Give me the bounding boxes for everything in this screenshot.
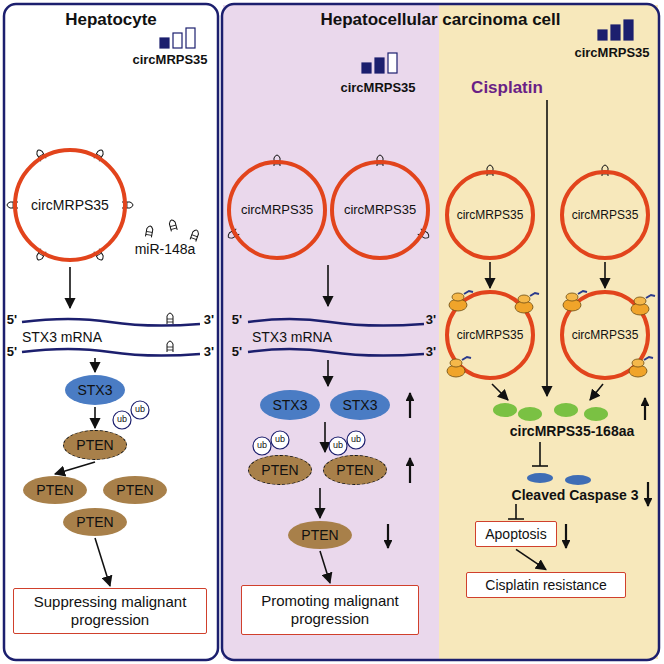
- flow-arrow: [320, 551, 330, 583]
- node-text: STX3: [342, 397, 377, 414]
- diagram-label: circMRPS35: [132, 53, 207, 67]
- node-text: Apoptosis: [477, 523, 554, 546]
- circrna-circle: circMRPS35: [560, 170, 650, 260]
- protein-ellipse: STX3: [260, 390, 320, 420]
- protein-ellipse: PTEN: [288, 521, 352, 549]
- node-text: circMRPS35: [572, 208, 639, 222]
- flow-arrow: [516, 549, 546, 569]
- node-text: circMRPS35: [457, 328, 524, 342]
- node-text: Suppressing malignant progression: [14, 590, 206, 632]
- node-text: STX3: [272, 397, 307, 414]
- node-text: STX3: [77, 382, 112, 399]
- protein-ellipse: PTEN: [103, 476, 167, 504]
- node-text: circMRPS35: [572, 328, 639, 342]
- panel-border: [4, 4, 218, 660]
- diagram-label: 5': [7, 313, 17, 327]
- node-text: circMRPS35: [241, 202, 313, 218]
- diagram-label: 5': [232, 345, 242, 359]
- diagram-label: ub: [135, 405, 145, 415]
- panel-title: Hepatocellular carcinoma cell: [222, 10, 659, 30]
- flow-arrow: [95, 538, 110, 586]
- node-text: PTEN: [36, 482, 73, 499]
- diagram-label: ub: [333, 441, 343, 451]
- diagram-label: Cisplatin: [471, 79, 543, 98]
- node-text: Promoting malignant progression: [242, 589, 418, 631]
- node-text: PTEN: [116, 482, 153, 499]
- diagram-label: 3': [426, 345, 436, 359]
- ribosomes: [447, 291, 655, 377]
- ubiquitinated-protein: PTEN: [323, 455, 387, 485]
- outcome-box: Suppressing malignant progression: [13, 588, 207, 634]
- diagram-label: 3': [204, 345, 214, 359]
- mrna-strands: [22, 319, 424, 356]
- diagram-label: ub: [117, 415, 127, 425]
- diagram-label: circMRPS35: [340, 81, 415, 95]
- ubiquitin-circles: [113, 401, 365, 455]
- outcome-box: Promoting malignant progression: [241, 585, 419, 635]
- diagram-label: Cleaved Caspase 3: [512, 488, 639, 503]
- diagram-label: STX3 mRNA: [22, 330, 102, 345]
- panel-title: Hepatocyte: [4, 10, 218, 30]
- cell-panel: Hepatocellular carcinoma cell circMRPS35 c…: [222, 4, 659, 660]
- panel-border: [222, 4, 659, 660]
- flow-arrows: [70, 100, 603, 518]
- peptide-ovals: [493, 403, 608, 421]
- diagram-label: circMRPS35-168aa: [510, 424, 635, 439]
- diagram-label: 3': [204, 313, 214, 327]
- node-text: circMRPS35: [457, 208, 524, 222]
- node-text: Cisplatin resistance: [477, 574, 614, 597]
- protein-ellipse: STX3: [330, 390, 390, 420]
- diagram-label: ub: [257, 441, 267, 451]
- node-text: PTEN: [301, 527, 338, 544]
- node-text: circMRPS35: [31, 197, 109, 214]
- node-text: PTEN: [76, 437, 113, 454]
- diagram-label: 3': [426, 313, 436, 327]
- flow-arrow: [604, 262, 606, 288]
- node-text: circMRPS35: [344, 202, 416, 218]
- node-text: PTEN: [76, 514, 113, 531]
- diagram-label: miR-148a: [135, 242, 196, 257]
- yellow-ground: [439, 5, 658, 659]
- circrna-circle: circMRPS35: [445, 170, 535, 260]
- diagram-label: ub: [275, 435, 285, 445]
- outcome-box: Cisplatin resistance: [466, 572, 626, 599]
- cell-panel: HepatocytecircMRPS35STX3PTENPTENPTENPTEN…: [4, 4, 218, 660]
- protein-ellipse: PTEN: [63, 508, 127, 536]
- protein-ellipse: PTEN: [23, 476, 87, 504]
- flow-arrow: [55, 462, 95, 474]
- circrna-circle: circMRPS35: [227, 160, 327, 260]
- circrna-circle: circMRPS35: [330, 160, 430, 260]
- level-arrows: [388, 393, 648, 548]
- diagram-label: 5': [7, 345, 17, 359]
- diagram-label: circMRPS35: [574, 46, 649, 60]
- purple-ground: [223, 5, 439, 659]
- node-text: PTEN: [261, 462, 298, 479]
- diagram-label: STX3 mRNA: [252, 330, 332, 345]
- diagram-label: ub: [351, 435, 361, 445]
- diagram-label: 5': [232, 313, 242, 327]
- protein-ellipse: STX3: [65, 375, 125, 405]
- outcome-box: Apoptosis: [475, 521, 556, 548]
- circrna-circle: circMRPS35: [13, 148, 127, 262]
- mirna-hairpins: [7, 149, 608, 352]
- caspase-ovals: [527, 473, 591, 485]
- ubiquitinated-protein: PTEN: [248, 455, 312, 485]
- flow-arrow: [489, 262, 491, 288]
- ubiquitinated-protein: PTEN: [63, 430, 127, 460]
- flow-arrow: [94, 407, 96, 428]
- node-text: PTEN: [336, 462, 373, 479]
